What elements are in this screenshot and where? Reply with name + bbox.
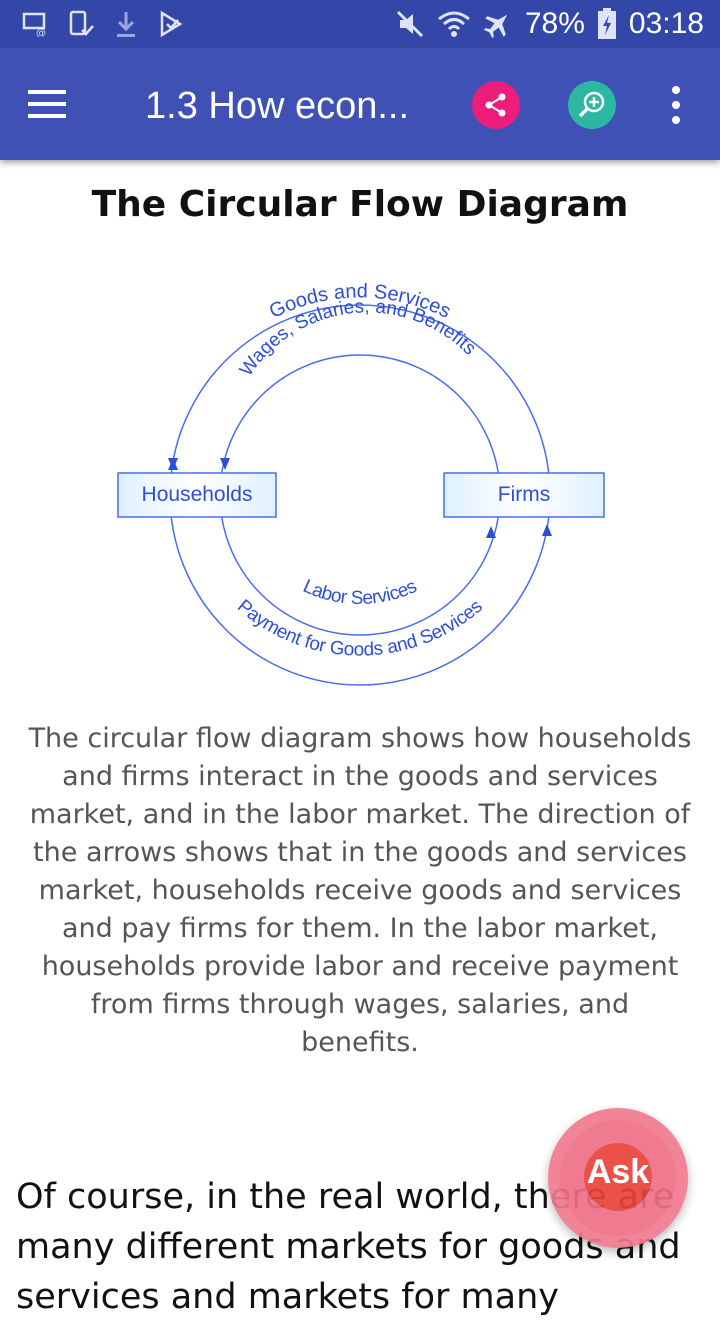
clock-time: 03:18: [628, 7, 704, 40]
share-icon: [485, 93, 506, 117]
zoom-in-icon: [578, 91, 605, 118]
households-box: [117, 472, 277, 518]
airplane-mode-icon: [483, 14, 508, 39]
firms-box: [443, 472, 605, 518]
ask-button-label: Ask: [586, 1153, 650, 1191]
households-label: Households: [142, 483, 253, 506]
mute-icon: [396, 10, 423, 38]
arrow-inner-top-left: [220, 458, 230, 470]
download-icon: [117, 12, 135, 37]
battery-charging-icon: [597, 8, 616, 39]
diagram-description: The circular flow diagram shows how hous…: [28, 723, 692, 1058]
app-bar: 1.3 How econ...: [0, 48, 720, 160]
status-bar: @ 78%: [0, 0, 720, 48]
share-button[interactable]: [472, 81, 520, 129]
menu-icon[interactable]: [28, 88, 68, 120]
inner-bottom-label: Labor Services: [300, 576, 420, 609]
zoom-in-button[interactable]: [568, 81, 616, 129]
screen-mirror-icon: @: [22, 12, 46, 37]
battery-percent: 78%: [524, 7, 585, 40]
arrow-inner-bottom-right: [486, 526, 496, 538]
arrow-outer-top-left-down: [168, 458, 178, 470]
device-check-icon: [69, 10, 94, 36]
ask-button[interactable]: Ask: [548, 1108, 688, 1248]
wifi-icon: [437, 11, 470, 37]
ask-button-core: [584, 1143, 652, 1211]
firms-label: Firms: [498, 483, 550, 506]
circular-flow-diagram: Households Firms Goods and Services Wage…: [117, 280, 605, 686]
page-title: The Circular Flow Diagram: [91, 184, 629, 225]
more-options-icon[interactable]: [666, 84, 686, 126]
arrow-outer-bottom-right: [542, 524, 552, 536]
svg-text:@: @: [36, 28, 46, 37]
play-store-icon: [160, 10, 183, 38]
app-bar-title: 1.3 How econ...: [145, 85, 410, 127]
